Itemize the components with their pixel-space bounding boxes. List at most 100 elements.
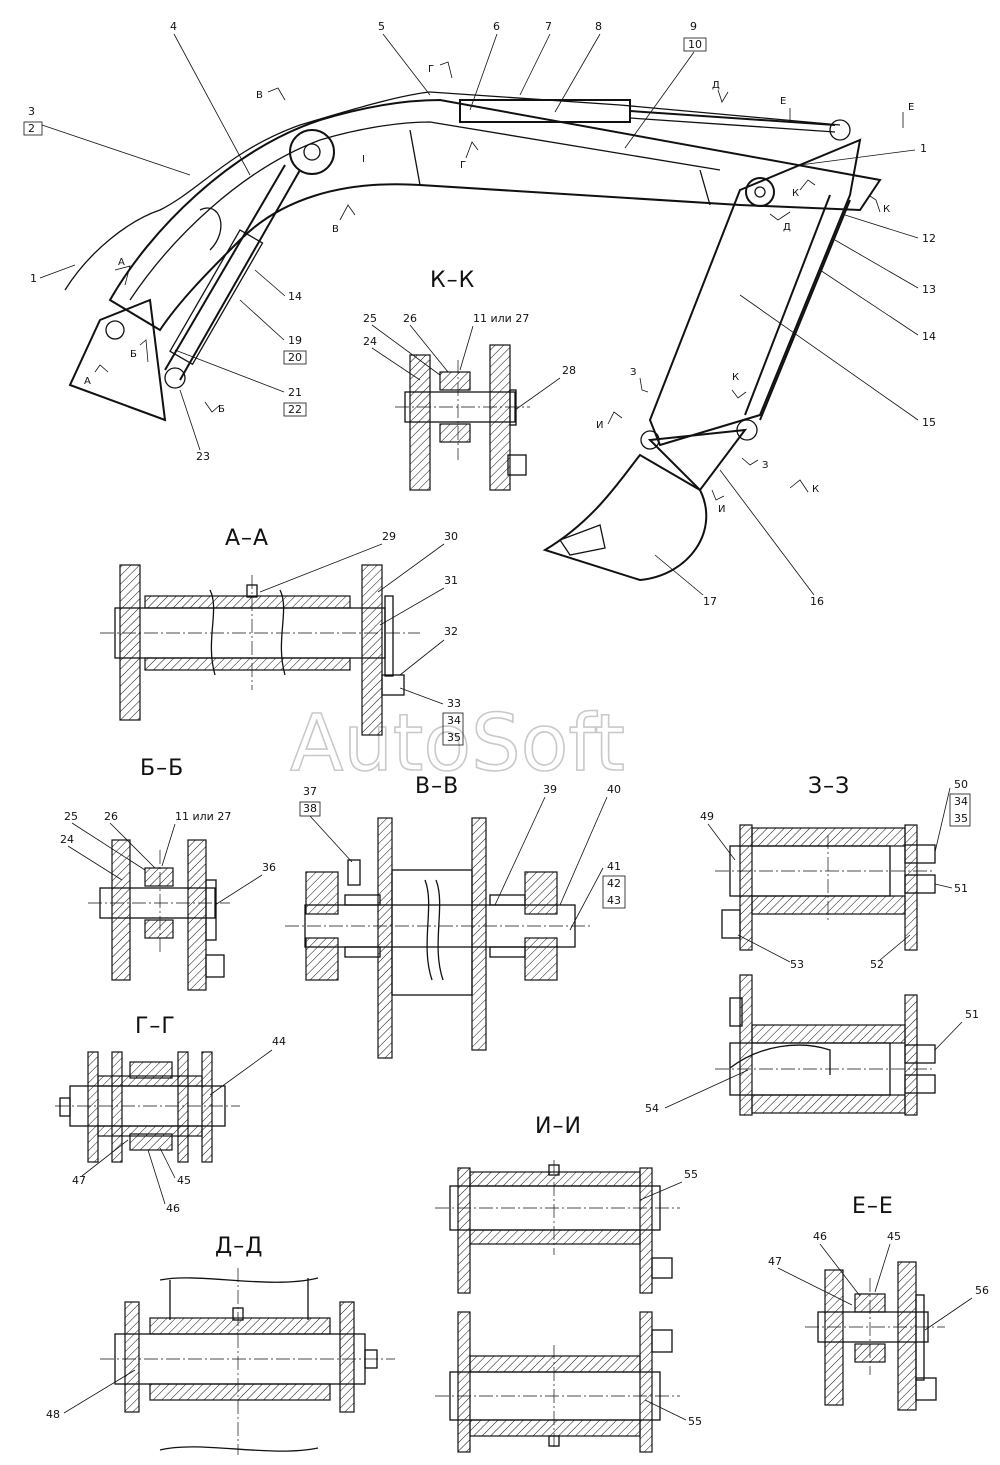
boom-pivot-pin — [303, 143, 321, 161]
callout: 34 — [954, 795, 968, 808]
callout: 46 — [813, 1230, 827, 1243]
callout: 14 — [288, 290, 302, 303]
section-mark: И — [596, 420, 603, 431]
section-mark: К — [732, 372, 739, 383]
callout: 12 — [922, 232, 936, 245]
section-mark: З — [630, 367, 636, 378]
callout: 55 — [688, 1415, 702, 1428]
section-marks: В В Г Г Д Д Е Е А А Б Б К К К К З З И — [84, 61, 914, 515]
section-mark: Г — [460, 160, 466, 171]
hose-line — [64, 91, 431, 291]
hose-line-2 — [429, 91, 841, 126]
section-zz-callouts: 49 50 34 35 51 53 52 51 54 — [645, 778, 979, 1115]
callout: 50 — [954, 778, 968, 791]
callout: 40 — [607, 783, 621, 796]
callout: 3 — [28, 105, 35, 118]
bucket-cylinder — [736, 194, 851, 441]
callout: 13 — [922, 283, 936, 296]
main-callouts: 4 5 6 7 8 9 10 3 2 1 1 12 13 14 15 14 19… — [23, 20, 936, 608]
callout: 39 — [543, 783, 557, 796]
callout: 34 — [447, 714, 461, 727]
callout: 42 — [607, 877, 621, 890]
section-ii-callouts: 55 55 — [639, 1168, 702, 1428]
callout: 29 — [382, 530, 396, 543]
watermark: AutoSoft — [290, 699, 625, 789]
callout: 55 — [684, 1168, 698, 1181]
boom-foot-pin — [105, 320, 125, 340]
boom-joint-line — [409, 129, 421, 186]
section-title: В–В — [415, 774, 459, 799]
callout: 33 — [447, 697, 461, 710]
callout: 25 — [64, 810, 78, 823]
callout: 30 — [444, 530, 458, 543]
arm-pivot — [745, 177, 775, 207]
section-mark: К — [883, 204, 890, 215]
callout: 11 или 27 — [175, 810, 231, 823]
section-title: Б–Б — [140, 756, 184, 781]
callout: 5 — [378, 20, 385, 33]
callout: 31 — [444, 574, 458, 587]
callout: 51 — [954, 882, 968, 895]
section-ee: Е–Е — [805, 1194, 945, 1411]
section-gg: Г–Г — [55, 1014, 240, 1163]
callout: 52 — [870, 958, 884, 971]
callout: 41 — [607, 860, 621, 873]
section-mark: Г — [428, 64, 434, 75]
section-aa: А–А — [100, 526, 420, 736]
callout: 22 — [288, 403, 302, 416]
callout: 24 — [363, 335, 377, 348]
section-kk: К–К — [395, 268, 530, 491]
callout: 49 — [700, 810, 714, 823]
callout: 51 — [965, 1008, 979, 1021]
section-title: К–К — [430, 268, 475, 293]
callout: 46 — [166, 1202, 180, 1215]
callout: 54 — [645, 1102, 659, 1115]
callout: 38 — [303, 802, 317, 815]
section-dd: Д–Д — [100, 1234, 395, 1455]
callout: 21 — [288, 386, 302, 399]
section-bb-callouts: 25 26 11 или 27 24 36 — [60, 810, 276, 906]
section-mark: В — [256, 90, 263, 101]
section-title: Г–Г — [135, 1014, 176, 1039]
section-mark: Д — [712, 80, 720, 91]
arm-cylinder — [459, 99, 851, 141]
section-mark: Е — [908, 102, 914, 113]
boom-cylinder — [164, 164, 301, 389]
callout: 43 — [607, 894, 621, 907]
callout: 28 — [562, 364, 576, 377]
callout: 47 — [72, 1174, 86, 1187]
section-mark: Е — [780, 96, 786, 107]
section-title: И–И — [535, 1114, 582, 1139]
callout: 19 — [288, 334, 302, 347]
section-bb: Б–Б — [88, 756, 230, 991]
section-ee-callouts: 46 45 47 56 — [768, 1230, 989, 1331]
section-dd-callouts: 48 — [46, 1369, 136, 1421]
callout: 37 — [303, 785, 317, 798]
callout: 14 — [922, 330, 936, 343]
section-mark: Б — [130, 349, 137, 360]
callout: 15 — [922, 416, 936, 429]
callout: 35 — [954, 812, 968, 825]
section-mark: Б — [218, 404, 225, 415]
main-view — [64, 91, 882, 582]
section-mark: А — [84, 376, 91, 387]
section-mark: К — [792, 188, 799, 199]
section-aa-callouts: 29 30 31 32 33 34 35 — [259, 530, 464, 746]
callout: 44 — [272, 1035, 286, 1048]
section-mark: И — [718, 504, 725, 515]
callout: 26 — [403, 312, 417, 325]
section-title: Е–Е — [852, 1194, 894, 1219]
section-title: А–А — [225, 526, 269, 551]
callout: 45 — [887, 1230, 901, 1243]
callout: 35 — [447, 731, 461, 744]
section-title: З–З — [808, 774, 850, 799]
callout: 26 — [104, 810, 118, 823]
callout: 36 — [262, 861, 276, 874]
callout: 1 — [920, 142, 927, 155]
section-mark: Д — [783, 222, 791, 233]
boom-inner-line — [129, 121, 721, 301]
callout: 1 — [30, 272, 37, 285]
callout: 32 — [444, 625, 458, 638]
callout: 20 — [288, 351, 302, 364]
callout: 48 — [46, 1408, 60, 1421]
